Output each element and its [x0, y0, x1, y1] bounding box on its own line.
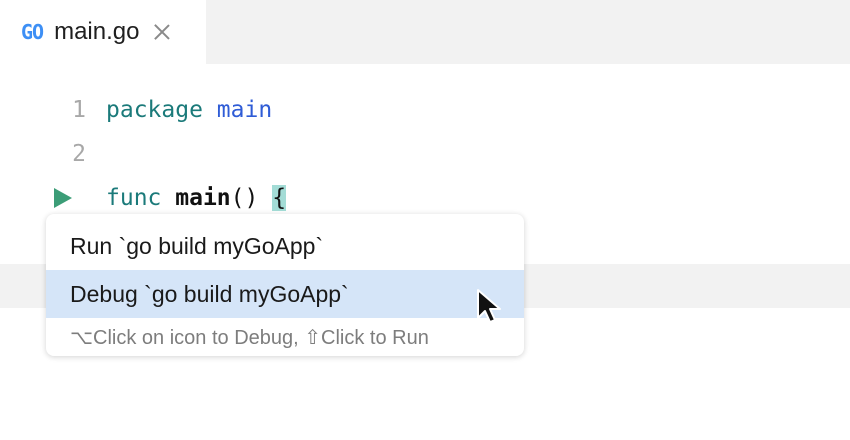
close-icon[interactable] — [153, 23, 171, 41]
go-file-icon: GO — [21, 20, 44, 44]
run-menu-item[interactable]: Run `go build myGoApp` — [70, 233, 324, 259]
run-debug-popup: Run `go build myGoApp` Debug `go build m… — [46, 214, 524, 356]
keyword-func: func — [106, 185, 162, 211]
package-name: main — [216, 97, 273, 123]
editor-tab-bar: GO main.go — [0, 0, 850, 64]
tab-label: main.go — [54, 18, 140, 45]
matched-brace: { — [272, 185, 287, 211]
code-line-2: 2 — [0, 132, 850, 176]
code-text: package main — [106, 88, 272, 132]
mouse-cursor-icon — [477, 289, 501, 323]
run-icon[interactable] — [54, 188, 72, 208]
debug-menu-item[interactable]: Debug `go build myGoApp` — [46, 270, 524, 318]
line-number: 1 — [72, 97, 86, 123]
keyword-package: package — [106, 97, 203, 123]
code-text: func main() { — [106, 176, 287, 220]
parens: () — [230, 185, 259, 211]
line-number: 2 — [72, 141, 86, 167]
code-line-1: 1 package main — [0, 88, 850, 132]
code-line-3: func main() { — [0, 176, 850, 220]
function-name: main — [175, 185, 231, 211]
popup-hint: ⌥Click on icon to Debug, ⇧Click to Run — [70, 327, 429, 349]
tab-main-go[interactable]: GO main.go — [0, 0, 206, 64]
